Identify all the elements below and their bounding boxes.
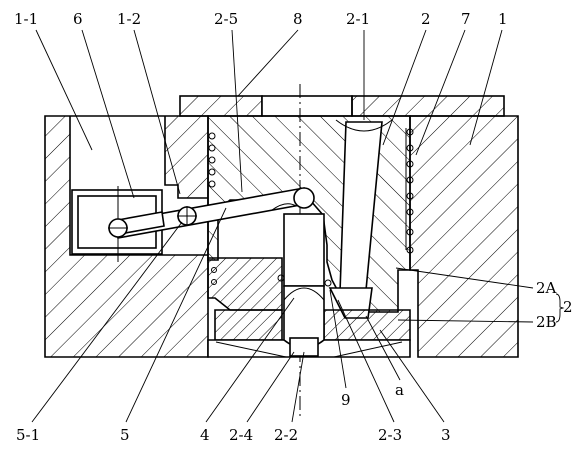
- label-8: 8: [293, 10, 303, 28]
- label-2-bracket: 2: [563, 298, 573, 316]
- label-a: a: [395, 381, 404, 399]
- label-2-5: 2-5: [214, 10, 238, 28]
- leader-lines: [31, 29, 565, 423]
- label-2A: 2A: [536, 279, 557, 297]
- labels: 1-1 6 1-2 2-5 8 2-1 2 7 1 2A 2B 2 5-1 5 …: [14, 10, 573, 444]
- label-2B: 2B: [536, 313, 557, 331]
- label-1-1: 1-1: [14, 10, 38, 28]
- piston-4: [277, 213, 332, 357]
- label-1-2: 1-2: [117, 10, 141, 28]
- top-cover-8: [179, 84, 505, 420]
- label-4: 4: [200, 426, 210, 444]
- base-body-1: [44, 115, 519, 358]
- label-6: 6: [73, 10, 83, 28]
- label-2: 2: [421, 10, 431, 28]
- label-3: 3: [441, 426, 451, 444]
- label-2-1: 2-1: [346, 10, 370, 28]
- label-9: 9: [341, 391, 351, 409]
- label-5: 5: [120, 426, 130, 444]
- label-5-1: 5-1: [16, 426, 40, 444]
- label-2-3: 2-3: [378, 426, 402, 444]
- lever-arm-5: [108, 187, 315, 239]
- label-2-2: 2-2: [274, 426, 298, 444]
- label-1: 1: [498, 10, 508, 28]
- label-7: 7: [461, 10, 471, 28]
- spring-coils-7: [207, 128, 414, 285]
- label-2-4: 2-4: [229, 426, 253, 444]
